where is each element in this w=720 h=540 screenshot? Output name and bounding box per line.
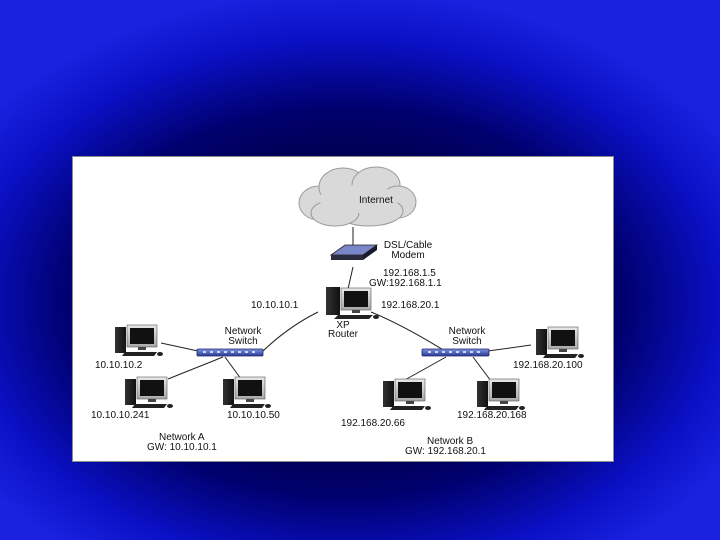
cable-switch-a-pc-a3 <box>224 356 242 380</box>
modem-gateway-label: GW:192.168.1.1 <box>369 278 442 289</box>
network-diagram: Internet DSL/Cable Modem 192.168.1.5 GW:… <box>72 156 614 462</box>
modem-label-line2: Modem <box>391 250 425 261</box>
internet-label: Internet <box>359 195 393 206</box>
router-computer-icon <box>326 287 379 319</box>
modem-label-line1: DSL/Cable <box>383 240 433 251</box>
pc-b2-icon <box>383 378 431 410</box>
pc-b3-icon <box>477 378 525 410</box>
cable-switch-a-pc-a1 <box>160 342 199 352</box>
network-a-name-label: Network A <box>159 432 205 443</box>
switch-a-label-line2: Switch <box>228 336 258 347</box>
switch-a-label-line1: Network <box>224 326 262 337</box>
pc-b2-ip-label: 192.168.20.66 <box>341 418 405 429</box>
router-left-ip-label: 10.10.10.1 <box>251 300 299 311</box>
cable-switch-b-pc-b3 <box>472 356 492 382</box>
network-b-gateway-label: GW: 192.168.20.1 <box>405 446 486 457</box>
router-label-line2: Router <box>327 329 358 340</box>
cable-router-switch-a <box>262 311 319 352</box>
pc-a3-icon <box>223 376 271 408</box>
cable-switch-b-pc-b2 <box>402 356 447 382</box>
cable-router-switch-b <box>370 311 446 352</box>
pc-b1-ip-label: 192.168.20.100 <box>513 360 583 371</box>
pc-a2-ip-label: 10.10.10.241 <box>91 410 150 421</box>
cable-switch-b-pc-b1 <box>487 344 532 352</box>
network-b-name-label: Network B <box>427 436 474 447</box>
network-cables <box>160 227 532 382</box>
switch-a-icon <box>196 348 264 357</box>
switch-b-icon <box>421 348 490 357</box>
pc-b1-icon <box>536 326 584 358</box>
modem-icon <box>329 244 379 260</box>
pc-b3-ip-label: 192.168.20.168 <box>457 410 527 421</box>
pc-a1-icon <box>115 324 163 356</box>
router-right-ip-label: 192.168.20.1 <box>381 300 440 311</box>
pc-a3-ip-label: 10.10.10.50 <box>227 410 280 421</box>
network-a-gateway-label: GW: 10.10.10.1 <box>147 442 217 453</box>
cable-modem-router <box>347 266 354 290</box>
cable-switch-a-pc-a2 <box>167 356 224 380</box>
switch-b-label-line1: Network <box>448 326 486 337</box>
modem-ip-label: 192.168.1.5 <box>383 268 436 279</box>
pc-a2-icon <box>125 376 173 408</box>
router-label-line1: XP <box>336 320 350 331</box>
diagram-graphics <box>115 166 584 410</box>
pc-a1-ip-label: 10.10.10.2 <box>95 360 143 371</box>
switch-b-label-line2: Switch <box>452 336 482 347</box>
